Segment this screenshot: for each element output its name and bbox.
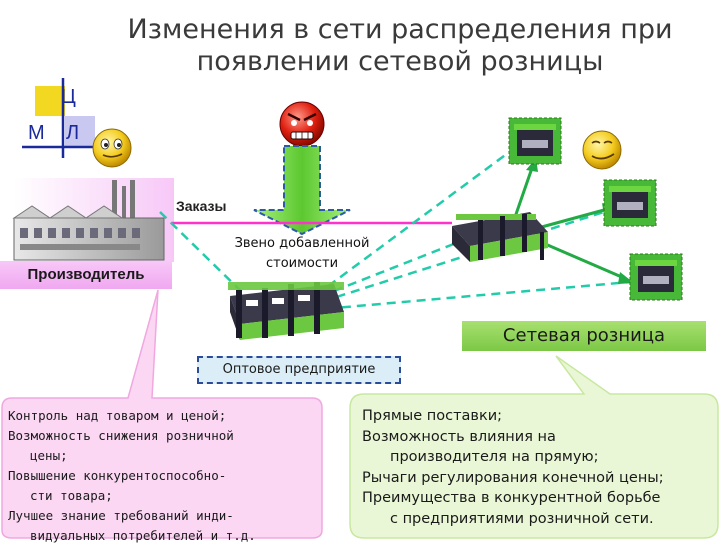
- page-title: Изменения в сети распределения при появл…: [100, 14, 700, 78]
- legend-letter-m: М: [28, 122, 45, 144]
- title-line-2: появлении сетевой розницы: [196, 46, 604, 77]
- legend-block: [22, 78, 100, 158]
- legend-letter-c: Ц: [61, 86, 76, 108]
- list-item: Контроль над товаром и ценой;: [8, 408, 227, 423]
- value-chain-label: Звено добавленной стоимости: [212, 234, 392, 274]
- title-line-1: Изменения в сети распределения при: [127, 14, 673, 45]
- angry-smiley-icon: [279, 101, 325, 147]
- smiley-icon: [92, 128, 132, 168]
- chain-hub-icon: [452, 212, 548, 262]
- list-item: цены;: [30, 448, 68, 463]
- value-chain-line-1: Звено добавленной: [234, 236, 370, 251]
- down-arrow: [253, 145, 351, 236]
- retail-chain-label: Сетевая розница: [462, 321, 706, 351]
- orders-label: Заказы: [176, 198, 227, 214]
- list-item: сти товара;: [30, 488, 113, 503]
- smiley-icon: [582, 130, 622, 170]
- list-item: Возможность снижения розничной: [8, 428, 234, 443]
- left-callout-shape: [1, 289, 323, 539]
- store-icon: [629, 253, 683, 301]
- warehouse-icon: [228, 282, 344, 340]
- legend-letter-l: Л: [66, 122, 80, 144]
- store-icon: [508, 117, 562, 165]
- list-item: Прямые поставки;: [362, 408, 503, 424]
- list-item: Преимущества в конкурентной борьбе: [362, 490, 661, 506]
- list-item: Повышение конкурентоспособно-: [8, 468, 227, 483]
- right-callout-shape: [349, 355, 719, 539]
- producer-label: Производитель: [0, 261, 172, 289]
- value-chain-line-2: стоимости: [265, 256, 339, 271]
- list-item: Возможность влияния на: [362, 428, 556, 445]
- right-callout-text: Прямые поставки; Возможность влияния на …: [362, 406, 720, 529]
- store-icon: [603, 179, 657, 227]
- list-item: Лучшее знание требований инди-: [8, 508, 234, 523]
- wholesale-label: Оптовое предприятие: [197, 356, 401, 384]
- list-item: видуальных потребителей и т.д.: [30, 528, 256, 543]
- list-item: с предприятиями розничной сети.: [390, 510, 654, 527]
- left-callout-text: Контроль над товаром и ценой; Возможност…: [8, 406, 318, 546]
- list-item: Рычаги регулирования конечной цены;: [362, 469, 664, 486]
- factory-icon: [12, 180, 165, 261]
- list-item: производителя на прямую;: [390, 449, 599, 465]
